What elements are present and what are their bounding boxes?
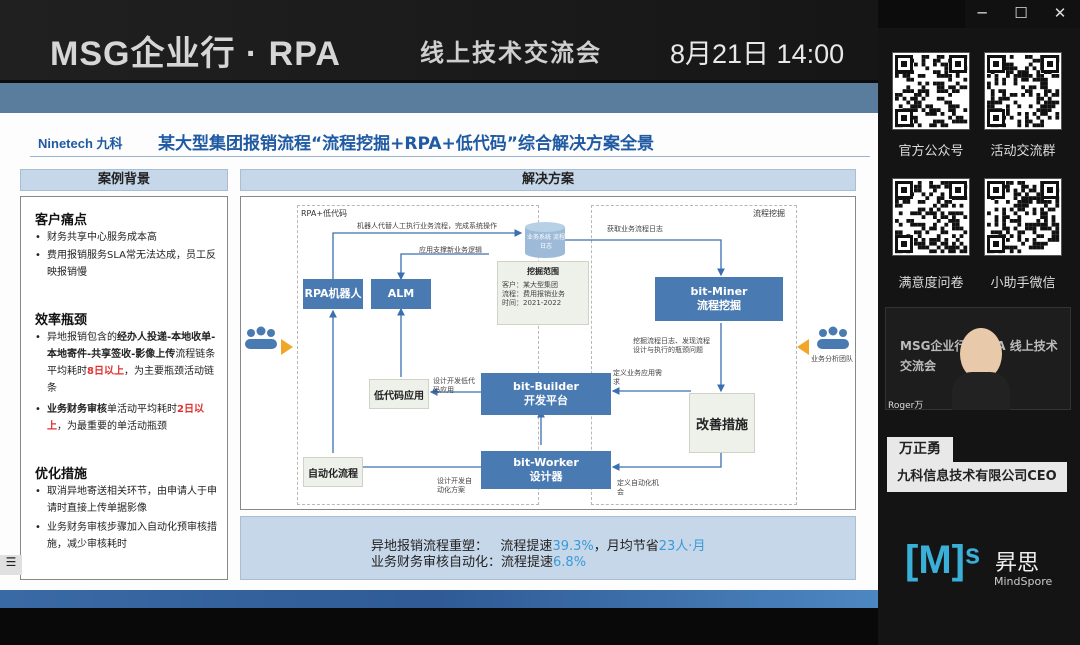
bottleneck-item: 业务财务审核单活动平均耗时2日以上，为最重要的单活动瓶颈	[33, 401, 221, 435]
measure-item: 业务财务审核步骤加入自动化预审核措施，减少审核耗时	[33, 519, 221, 553]
alm-box: ALM	[371, 279, 431, 309]
minimize-icon[interactable]: ─	[977, 4, 987, 22]
mining-scope: 挖掘范围 客户：某大型集团 流程：费用报销业务 时间：2021-2022	[497, 261, 589, 325]
slide-footer-band	[0, 590, 878, 608]
bit-miner-box: bit-Miner 流程挖掘	[655, 277, 783, 321]
qr-label-official: 官方公众号	[898, 144, 964, 159]
speaker-body	[952, 372, 1010, 410]
measures-title: 优化措施	[35, 467, 88, 482]
event-banner	[0, 0, 878, 80]
qr-code-assistant	[984, 178, 1062, 256]
ninetech-logo: Ninetech 九科	[38, 136, 123, 151]
speaker-name: 万正勇	[887, 437, 953, 462]
result-line-1: 异地报销流程重塑： 流程提速39.3%，月均节省23人·月	[371, 539, 706, 554]
solution-header: 解决方案	[240, 169, 856, 191]
pain-item: 财务共享中心服务成本高	[33, 229, 221, 246]
bit-worker-box: bit-Worker 设计器	[481, 451, 611, 489]
qr-code-survey	[892, 178, 970, 256]
camera-username: Roger万	[888, 401, 924, 411]
brand-name: 昇思	[995, 551, 1040, 576]
qr-label-survey: 满意度问卷	[898, 276, 964, 291]
speaker-face	[960, 328, 1002, 380]
bottleneck-title: 效率瓶颈	[35, 313, 88, 328]
note-log: 获取业务流程日志	[607, 225, 663, 233]
rpa-area	[297, 205, 539, 505]
scope-title: 挖掘范围	[527, 267, 559, 276]
solution-diagram: RPA+低代码 流程挖掘	[240, 196, 856, 510]
note-support: 应用支撑新业务逻辑	[419, 246, 482, 254]
rpa-area-label: RPA+低代码	[301, 209, 348, 218]
slide-top-band	[0, 83, 878, 113]
mining-area-label: 流程挖掘	[753, 209, 785, 218]
banner-subtitle: 线上技术交流会	[420, 39, 602, 67]
pain-item: 费用报销服务SLA常无法达成，员工反映报销慢	[33, 247, 221, 281]
team-label: 业务分析团队	[811, 355, 853, 363]
slide-title: 某大型集团报销流程“流程挖掘+RPA+低代码”综合解决方案全景	[158, 134, 654, 154]
bottom-bar	[0, 608, 878, 645]
people-icon-right	[817, 326, 849, 349]
scope-item: 流程：费用报销业务	[502, 290, 565, 298]
case-background-panel: 客户痛点 财务共享中心服务成本高 费用报销服务SLA常无法达成，员工反映报销慢 …	[20, 196, 228, 580]
menu-icon[interactable]: ☰	[0, 555, 22, 575]
note-mine: 挖掘流程日志、发现流程设计与执行的瓶颈问题	[633, 337, 710, 354]
qr-code-official-account	[892, 52, 970, 130]
improvement-box: 改善措施	[689, 393, 755, 453]
bottleneck-item: 异地报销包含的经办人投递-本地收单-本地寄件-共享签收-影像上传流程链条平均耗时…	[33, 329, 221, 397]
measure-item: 取消异地寄送相关环节，由申请人于申请时直接上传单据影像	[33, 483, 221, 517]
auto-flow-box: 自动化流程	[303, 457, 363, 487]
speaker-camera: MSG企业行 · RPA 线上技术交流会 Roger万	[885, 307, 1071, 411]
note-dev: 设计开发低代码应用	[433, 377, 475, 394]
case-background-header: 案例背景	[20, 169, 228, 191]
note-chance: 定义自动化机会	[617, 479, 659, 496]
db-label: 业务系统 流程日志	[527, 234, 565, 250]
qr-label-assistant: 小助手微信	[990, 276, 1056, 291]
mindspore-logo: [M]ˢ	[905, 538, 980, 582]
result-line-2: 业务财务审核自动化：流程提速6.8%	[371, 555, 587, 570]
bit-builder-box: bit-Builder 开发平台	[481, 373, 611, 415]
scope-item: 客户：某大型集团	[502, 281, 558, 289]
results-panel: 异地报销流程重塑： 流程提速39.3%，月均节省23人·月 业务财务审核自动化：…	[240, 516, 856, 580]
brand-sub: MindSpore	[994, 575, 1053, 588]
note-rpa: 机器人代替人工执行业务流程，完成系统操作	[357, 222, 497, 230]
banner-title: MSG企业行 · RPA	[50, 35, 341, 73]
mining-area	[591, 205, 797, 505]
lowcode-app-box: 低代码应用	[369, 379, 429, 409]
qr-label-group: 活动交流群	[990, 144, 1056, 159]
database-icon	[525, 222, 565, 258]
note-auto: 设计开发自动化方案	[437, 477, 472, 494]
diagram-connectors	[245, 222, 849, 483]
title-divider	[30, 156, 870, 157]
close-icon[interactable]: ✕	[1053, 4, 1067, 22]
window-controls: ─ ☐ ✕	[965, 0, 1080, 28]
banner-date: 8月21日 14:00	[670, 39, 845, 69]
pain-title: 客户痛点	[35, 213, 88, 228]
people-icon-left	[245, 326, 277, 349]
note-define: 定义业务应用需求	[613, 369, 662, 386]
maximize-icon[interactable]: ☐	[1014, 4, 1028, 22]
qr-code-group	[984, 52, 1062, 130]
rpa-robot-box: RPA机器人	[303, 279, 363, 309]
speaker-title: 九科信息技术有限公司CEO	[887, 462, 1067, 492]
scope-item: 时间：2021-2022	[502, 299, 562, 307]
